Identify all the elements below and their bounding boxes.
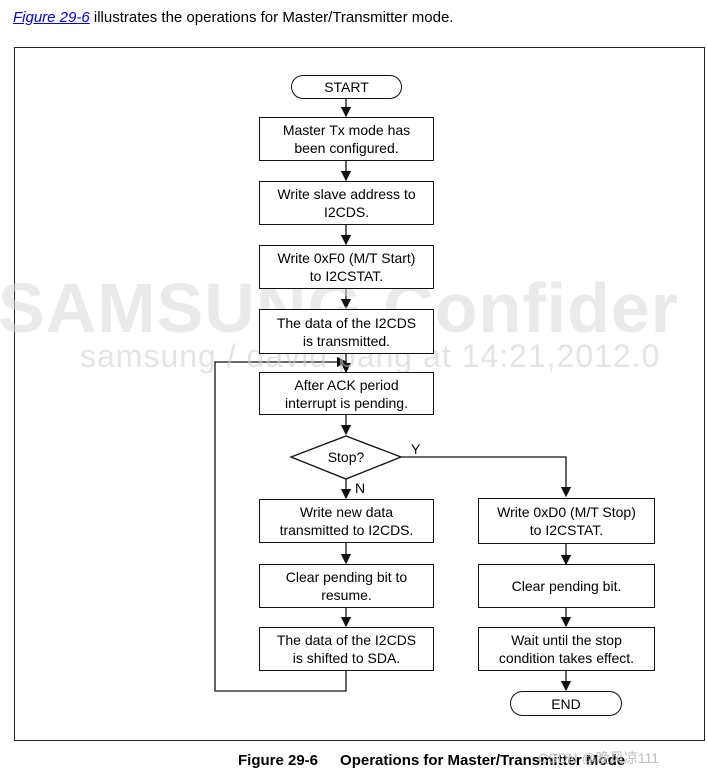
- figure-caption: Figure 29-6 Operations for Master/Transmi…: [238, 752, 625, 769]
- step-write-stop: Write 0xD0 (M/T Stop) to I2CSTAT.: [478, 498, 655, 544]
- step-clear-pending: Clear pending bit.: [478, 564, 655, 608]
- no-label: N: [355, 480, 366, 496]
- step-ack-pending: After ACK period interrupt is pending.: [259, 372, 434, 415]
- step-configured: Master Tx mode has been configured.: [259, 117, 434, 161]
- figure-link[interactable]: Figure 29-6: [13, 9, 90, 26]
- step-data-shifted: The data of the I2CDS is shifted to SDA.: [259, 627, 434, 671]
- step-write-new-data: Write new data transmitted to I2CDS.: [259, 499, 434, 543]
- step-write-address: Write slave address to I2CDS.: [259, 181, 434, 225]
- start-terminal: START: [291, 75, 402, 99]
- step-data-transmitted: The data of the I2CDS is transmitted.: [259, 309, 434, 354]
- yes-label: Y: [411, 441, 421, 457]
- decision-label: Stop?: [327, 449, 365, 465]
- loop-back-line: [214, 356, 348, 692]
- arrow-decision-y1: [401, 456, 572, 498]
- step-write-start: Write 0xF0 (M/T Start) to I2CSTAT.: [259, 245, 434, 289]
- decision-diamond: [289, 435, 403, 480]
- intro-sentence: illustrates the operations for Master/Tr…: [89, 9, 454, 26]
- step-wait-stop: Wait until the stop condition takes effe…: [478, 627, 655, 671]
- step-clear-pending-resume: Clear pending bit to resume.: [259, 564, 434, 608]
- diagram-frame: [14, 47, 705, 741]
- caption-title: Operations for Master/Transmitter Mode: [340, 752, 626, 769]
- credit-watermark: CSDN @晚风凉111: [538, 750, 660, 766]
- end-terminal: END: [510, 691, 622, 716]
- intro-text: Figure 29-6 illustrates the operations f…: [13, 9, 453, 26]
- caption-number: Figure 29-6: [238, 752, 319, 769]
